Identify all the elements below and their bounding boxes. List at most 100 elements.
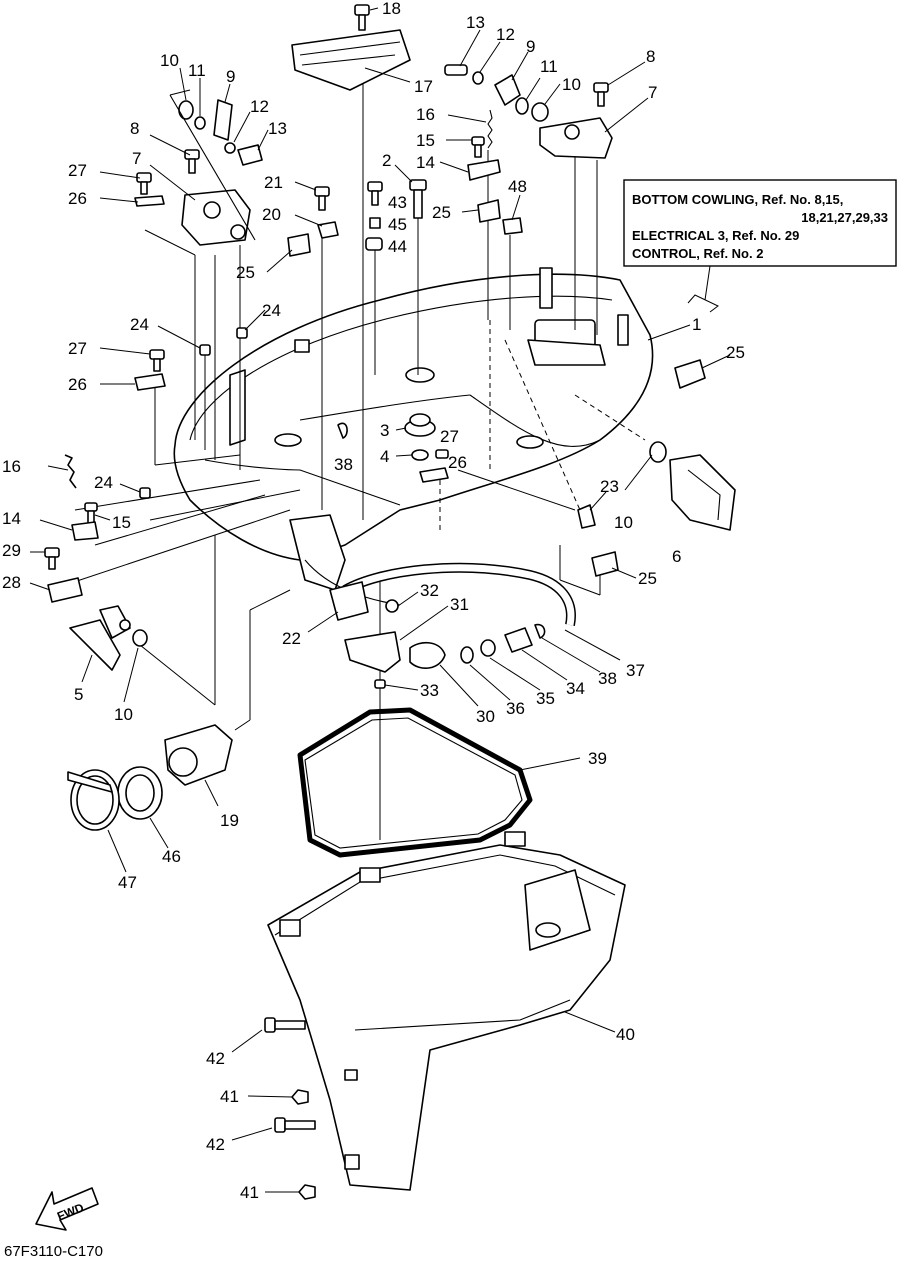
- callout-label: 10: [562, 75, 581, 94]
- callout-label: 8: [646, 47, 655, 66]
- reference-line-4: CONTROL, Ref. No. 2: [632, 246, 763, 261]
- callout-labels: 18 17 13 12 9 8 7 10 11 11 10 9 12 13 8 …: [2, 0, 745, 1202]
- callout-label: 9: [226, 67, 235, 86]
- grommet-clamp-parts: [67, 724, 233, 831]
- callout-label: 43: [388, 193, 407, 212]
- hidden-lines: [439, 320, 646, 530]
- callout-label: 17: [414, 77, 433, 96]
- callout-label: 26: [68, 375, 87, 394]
- reference-note-box: BOTTOM COWLING, Ref. No. 8,15, 18,21,27,…: [623, 179, 897, 313]
- seal-39: [297, 707, 533, 858]
- callout-label: 40: [616, 1025, 635, 1044]
- lower-case-40: [267, 831, 626, 1191]
- callout-label: 47: [118, 873, 137, 892]
- bolt-8-left: [184, 149, 200, 174]
- callout-label: 13: [268, 119, 287, 138]
- callout-label: 15: [416, 131, 435, 150]
- grommet-strip-17: [291, 29, 411, 91]
- callout-label: 28: [2, 573, 21, 592]
- bottom-cowling-tray: [173, 267, 654, 606]
- callout-label: 39: [588, 749, 607, 768]
- right-bracket-assembly: [444, 64, 613, 159]
- callout-label: 42: [206, 1049, 225, 1068]
- callout-label: 27: [68, 339, 87, 358]
- callout-label: 25: [236, 263, 255, 282]
- callout-label: 20: [262, 205, 281, 224]
- callout-label: 33: [420, 681, 439, 700]
- callout-label: 21: [264, 173, 283, 192]
- callout-label: 15: [112, 513, 131, 532]
- cable-harness: [329, 562, 576, 626]
- callout-label: 4: [380, 447, 389, 466]
- callout-label: 41: [240, 1183, 259, 1202]
- drawing-code: 67F3110-C170: [4, 1243, 103, 1260]
- center-grommets: [337, 413, 596, 529]
- callout-label: 38: [598, 669, 617, 688]
- callout-label: 16: [416, 105, 435, 124]
- callout-label: 41: [220, 1087, 239, 1106]
- callout-label: 6: [672, 547, 681, 566]
- callout-label: 23: [600, 477, 619, 496]
- callout-label: 26: [68, 189, 87, 208]
- callout-label: 19: [220, 811, 239, 830]
- callout-label: 2: [382, 151, 391, 170]
- reference-line-3: ELECTRICAL 3, Ref. No. 29: [632, 228, 799, 243]
- callout-label: 8: [130, 119, 139, 138]
- callout-label: 46: [162, 847, 181, 866]
- callout-label: 10: [160, 51, 179, 70]
- assembly-lines: [64, 70, 601, 1160]
- callout-label: 25: [638, 569, 657, 588]
- callout-label: 27: [68, 161, 87, 180]
- right-side-parts: [591, 359, 736, 577]
- callout-label: 18: [382, 0, 401, 18]
- callout-label: 29: [2, 541, 21, 560]
- callout-label: 25: [432, 203, 451, 222]
- callout-leaders: [29, 7, 731, 1193]
- callout-label: 11: [188, 61, 206, 80]
- callout-label: 1: [692, 315, 701, 334]
- callout-label: 24: [262, 301, 281, 320]
- callout-label: 42: [206, 1135, 225, 1154]
- lever-5: [69, 605, 148, 671]
- callout-label: 16: [2, 457, 21, 476]
- callout-label: 22: [282, 629, 301, 648]
- callout-label: 14: [2, 509, 21, 528]
- callout-label: 14: [416, 153, 435, 172]
- callout-label: 45: [388, 215, 407, 234]
- callout-label: 44: [388, 237, 407, 256]
- callout-label: 9: [526, 37, 535, 56]
- callout-label: 36: [506, 699, 525, 718]
- callout-label: 35: [536, 689, 555, 708]
- callout-label: 7: [648, 83, 657, 102]
- callout-label: 32: [420, 581, 439, 600]
- fwd-arrow-icon: FWD: [35, 1187, 99, 1231]
- upper-fasteners: [287, 179, 523, 257]
- callout-label: 10: [114, 705, 133, 724]
- reference-line-2: 18,21,27,29,33: [801, 210, 888, 225]
- bolt-18: [354, 4, 370, 31]
- spring-16-upper: [467, 109, 501, 181]
- callout-label: 10: [614, 513, 633, 532]
- lower-fasteners: [264, 1017, 360, 1200]
- callout-label: 12: [496, 25, 515, 44]
- connector-parts: [344, 599, 546, 689]
- callout-label: 37: [626, 661, 645, 680]
- callout-label: 12: [250, 97, 269, 116]
- mid-left-fasteners: [44, 327, 248, 603]
- callout-label: 48: [508, 177, 527, 196]
- callout-label: 38: [334, 455, 353, 474]
- callout-label: 3: [380, 421, 389, 440]
- callout-label: 31: [450, 595, 469, 614]
- left-bracket-assembly: [169, 89, 263, 246]
- callout-label: 26: [448, 453, 467, 472]
- callout-label: 27: [440, 427, 459, 446]
- callout-label: 30: [476, 707, 495, 726]
- callout-label: 24: [130, 315, 149, 334]
- reference-line-1: BOTTOM COWLING, Ref. No. 8,15,: [632, 192, 843, 207]
- callout-label: 34: [566, 679, 585, 698]
- callout-label: 5: [74, 685, 83, 704]
- callout-label: 7: [132, 149, 141, 168]
- callout-label: 13: [466, 13, 485, 32]
- callout-label: 25: [726, 343, 745, 362]
